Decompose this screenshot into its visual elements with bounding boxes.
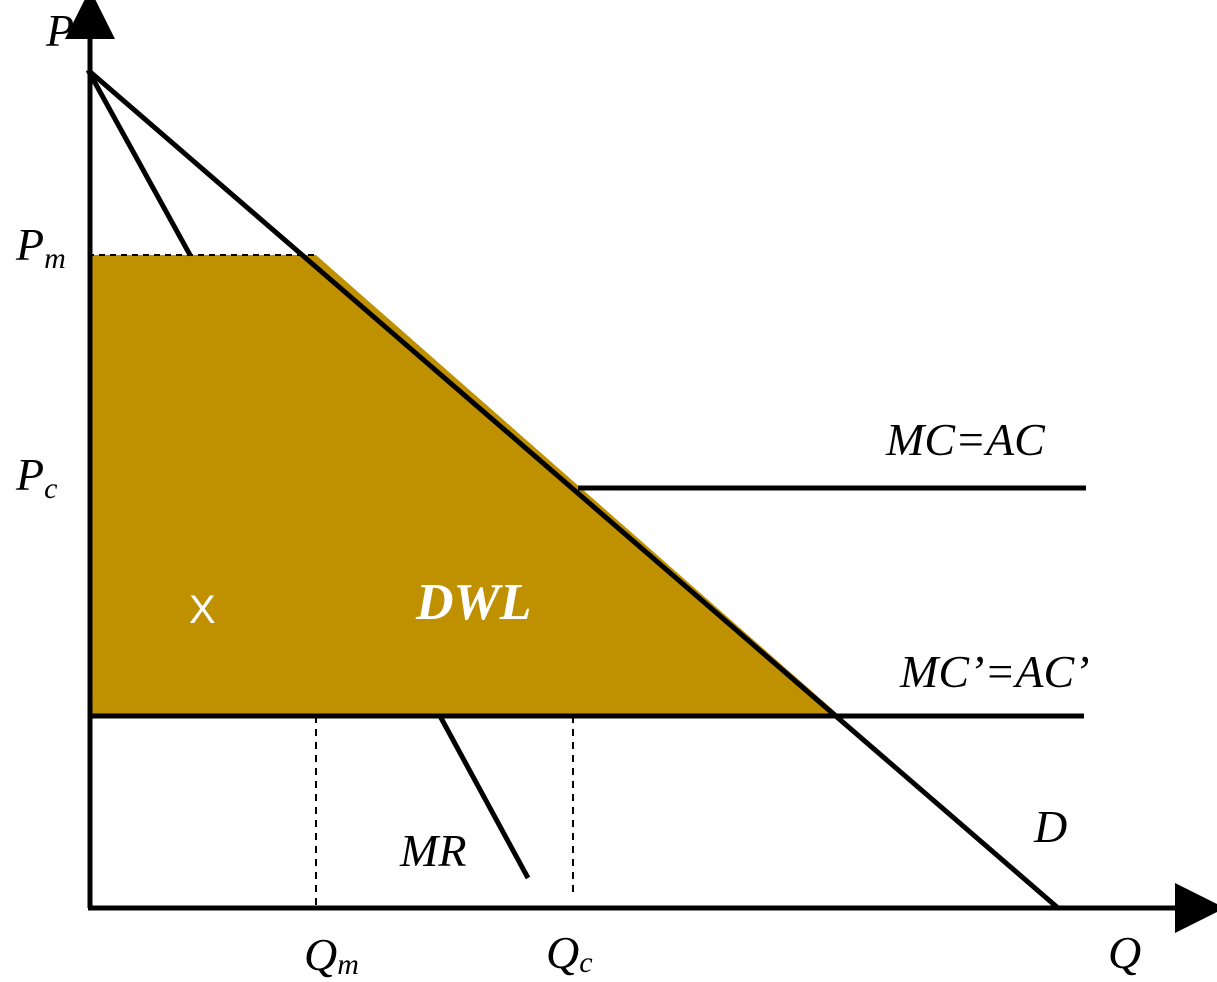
pc-label: Pc (15, 449, 57, 505)
demand-label: D (1033, 801, 1067, 852)
pm-label-main: P (15, 219, 44, 270)
pc-label-sub: c (44, 472, 57, 505)
mr-label: MR (399, 825, 466, 876)
qm-label-sub: m (337, 948, 359, 981)
mr-curve-upper (85, 68, 193, 257)
qm-label: Qm (304, 929, 359, 981)
qc-label-sub: c (579, 946, 592, 979)
pm-label: Pm (15, 219, 66, 275)
dwl-region-label: DWL (415, 574, 532, 631)
x-axis-label: Q (1108, 927, 1141, 978)
pc-label-main: P (15, 449, 44, 500)
y-axis-label: P (45, 5, 74, 56)
pm-label-sub: m (44, 242, 66, 275)
mc-ac-prime-label: MC’=AC’ (899, 646, 1089, 697)
mc-ac-label: MC=AC (885, 414, 1046, 465)
qc-label-main: Q (546, 927, 579, 978)
qm-label-main: Q (304, 929, 337, 980)
x-region-label: X (189, 588, 216, 632)
demand-curve (86, 68, 1060, 910)
mr-curve-lower (437, 714, 531, 880)
shaded-region (88, 255, 840, 716)
qc-label: Qc (546, 927, 593, 979)
